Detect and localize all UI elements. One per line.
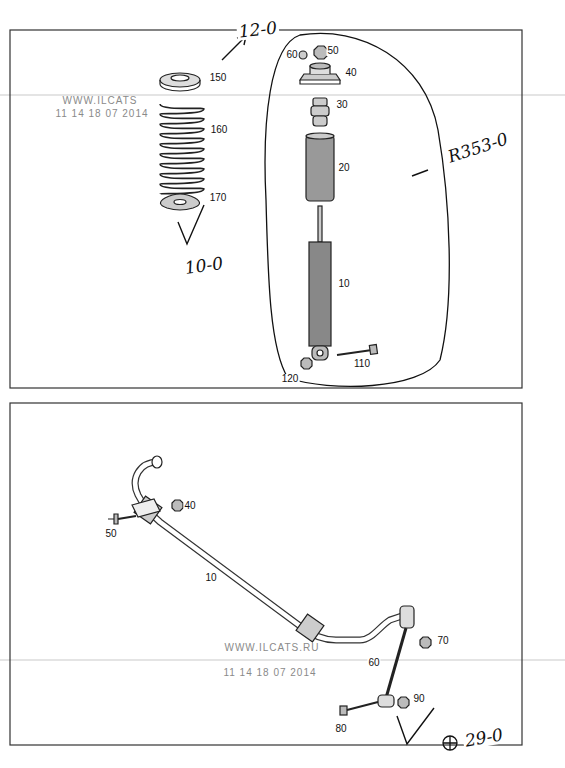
handwritten-note: R353-0 — [444, 130, 512, 167]
callout-number: 150 — [209, 73, 228, 83]
callout-number: 120 — [281, 374, 300, 384]
bump-stop — [311, 98, 329, 126]
panel-frame — [10, 403, 522, 745]
spring-coil — [160, 134, 204, 144]
hand-check — [178, 205, 204, 244]
stabilizer-bar — [135, 462, 408, 640]
callout-number: 50 — [104, 529, 117, 539]
handwritten-note: 29-0 — [462, 726, 507, 750]
callout-number: 60 — [285, 50, 298, 60]
callout-number: 110 — [353, 359, 371, 369]
callout-number: 10 — [337, 279, 350, 289]
spring-coil — [160, 124, 204, 134]
coil-spring — [160, 104, 204, 194]
watermark: WWW.ILCATS — [63, 96, 138, 106]
hand-loop — [265, 33, 449, 386]
top-mount — [300, 63, 340, 84]
hand-mark — [412, 170, 428, 176]
callout-number: 50 — [326, 46, 339, 56]
callout-number: 80 — [334, 724, 347, 734]
nut — [172, 500, 183, 511]
spring-coil — [160, 184, 204, 194]
spring-seat — [160, 194, 199, 210]
nut — [301, 358, 312, 369]
spring-coil — [160, 114, 204, 124]
spring-coil — [160, 174, 204, 184]
callout-number: 40 — [183, 501, 196, 511]
washer — [299, 51, 307, 59]
shock-absorber — [309, 206, 331, 360]
callout-number: 60 — [367, 658, 380, 668]
callout-number: 20 — [337, 163, 350, 173]
callout-number: 10 — [204, 573, 217, 583]
callout-number: 40 — [344, 68, 357, 78]
dust-boot — [306, 135, 334, 201]
spring-coil — [160, 144, 204, 154]
watermark: 11 14 18 07 2014 — [55, 109, 148, 119]
stabilizer-bar — [135, 462, 408, 640]
stabilizer-link — [378, 606, 414, 707]
handwritten-note: 12-0 — [236, 19, 280, 40]
watermark: WWW.ILCATS.RU — [224, 643, 319, 653]
panel-frame — [10, 30, 522, 388]
bolt — [340, 702, 378, 715]
bushing-bracket — [296, 614, 324, 642]
handwritten-note: 10-0 — [182, 255, 226, 278]
watermark: 11 14 18 07 2014 — [223, 668, 316, 678]
nut — [420, 637, 431, 648]
spring-coil — [160, 154, 204, 164]
hand-symbol — [443, 736, 457, 750]
bolt — [337, 344, 378, 355]
bolt — [108, 514, 136, 524]
spring-seat — [160, 73, 200, 91]
callout-number: 30 — [335, 100, 348, 110]
spring-coil — [160, 164, 204, 174]
callout-number: 160 — [210, 125, 229, 135]
bushing-bracket — [132, 496, 162, 524]
callout-number: 90 — [412, 694, 425, 704]
bar-end — [152, 456, 162, 468]
spring-coil — [160, 104, 204, 114]
callout-number: 170 — [209, 193, 228, 203]
callout-number: 70 — [436, 636, 449, 646]
hand-check — [397, 708, 434, 744]
scan-line — [0, 660, 565, 661]
nut — [398, 697, 409, 708]
